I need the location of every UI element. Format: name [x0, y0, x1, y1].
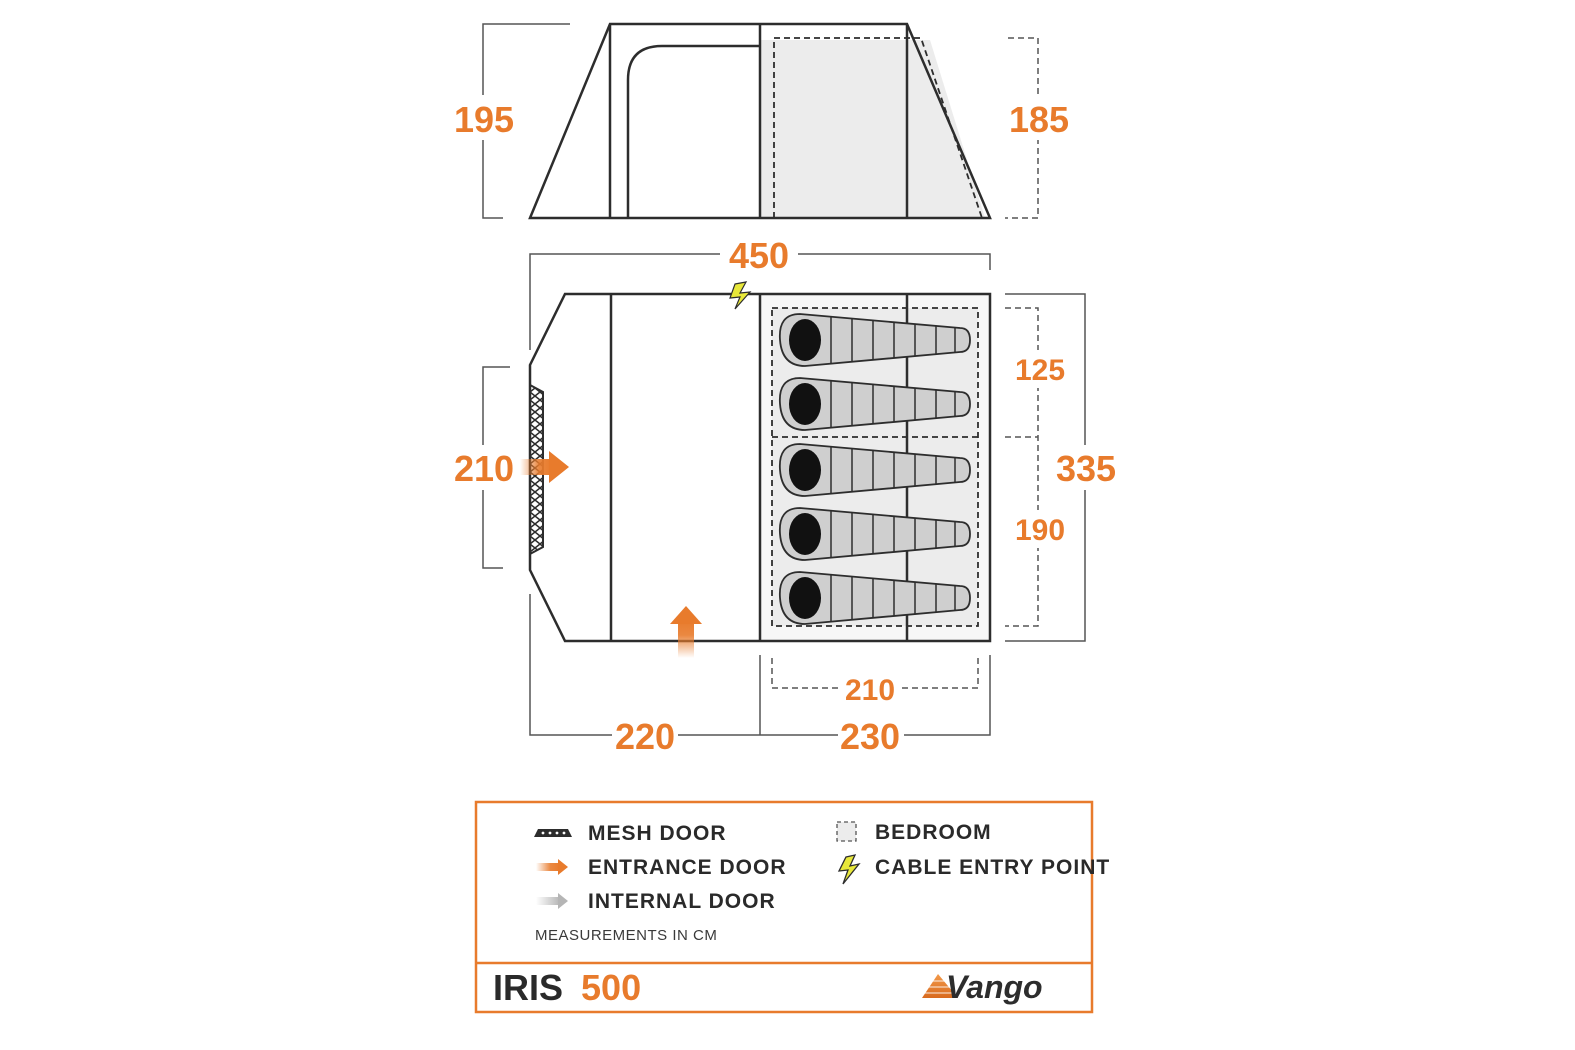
dim-bedroom-bottom: 190 — [1015, 514, 1065, 547]
sleeping-bag — [778, 507, 971, 561]
sleeping-bag-body — [778, 443, 971, 497]
legend-border — [474, 800, 1094, 1014]
sleeper-head — [789, 577, 821, 619]
bedroom-square-icon — [836, 821, 857, 842]
sleeping-bag — [778, 313, 971, 367]
dim-mesh-door-width: 210 — [454, 448, 514, 489]
entrance-arrow-icon — [536, 863, 560, 871]
mesh-dot — [541, 831, 545, 835]
legend-box: MESH DOOR ENTRANCE DOOR INTERNAL DOOR ME… — [474, 800, 1110, 1014]
lightning-icon — [837, 854, 861, 885]
sleeping-bags — [778, 313, 971, 625]
dim-bedroom-top: 125 — [1015, 354, 1065, 387]
dim-total-width: 335 — [1056, 448, 1116, 489]
sleeping-bag-body — [778, 507, 971, 561]
mesh-door-icon — [534, 829, 572, 837]
mesh-dot — [555, 831, 559, 835]
product-title: IRIS 500 — [493, 967, 641, 1008]
floor-plan — [520, 281, 992, 658]
dim-living-length: 220 — [615, 716, 675, 757]
sleeping-bag — [778, 443, 971, 497]
product-name: IRIS — [493, 967, 563, 1008]
measurements-note: MEASUREMENTS IN CM — [535, 927, 717, 944]
entrance-door-side — [520, 451, 569, 483]
internal-arrow-head — [558, 893, 568, 909]
dim-line-450-right — [798, 253, 991, 270]
label-bg — [1010, 95, 1068, 140]
dim-line-bedroom — [1005, 307, 1039, 627]
brand-name: Vango — [946, 969, 1043, 1005]
bedroom-side-fill — [760, 40, 910, 218]
vango-logo: Vango — [922, 969, 1043, 1005]
label-bg — [612, 714, 678, 759]
product-model: 500 — [581, 967, 641, 1008]
sleeping-bag-body — [778, 313, 971, 367]
sleeping-bag — [778, 571, 971, 625]
legend-mesh-door: MESH DOOR — [588, 822, 727, 845]
legend-entrance-door: ENTRANCE DOOR — [588, 856, 787, 879]
dim-side-height-front: 195 — [454, 99, 514, 140]
sleeping-bag-body — [778, 571, 971, 625]
length-dimension: 450 — [529, 235, 991, 350]
entrance-door-front — [670, 606, 702, 658]
entrance-arrow-shaft — [678, 620, 694, 658]
label-bg — [455, 445, 513, 490]
entrance-arrow-head — [549, 451, 569, 483]
entrance-arrow-head — [558, 859, 568, 875]
dim-bedroom-inner-length: 210 — [845, 674, 895, 707]
dim-bedroom-length: 230 — [840, 716, 900, 757]
legend-internal-door: INTERNAL DOOR — [588, 890, 776, 913]
dim-total-length: 450 — [729, 235, 789, 276]
plan-dimensions: 210 125 190 335 210 220 230 — [454, 293, 1117, 759]
label-bg — [1012, 510, 1068, 548]
label-bg — [838, 714, 904, 759]
label-bg — [455, 95, 513, 140]
label-bg — [1012, 350, 1068, 388]
legend-bedroom: BEDROOM — [875, 821, 992, 844]
cable-entry-icon — [729, 281, 752, 310]
sleeper-head — [789, 513, 821, 555]
label-bg — [1055, 445, 1117, 490]
internal-door-arch — [626, 44, 760, 218]
dim-side-height-bedroom: 185 — [1009, 99, 1069, 140]
internal-arrow-icon — [536, 897, 560, 905]
mesh-dot — [548, 831, 552, 835]
legend-cable-entry: CABLE ENTRY POINT — [875, 856, 1110, 879]
bedroom-inner-outline — [773, 37, 983, 219]
mesh-dot — [562, 831, 566, 835]
entrance-arrow-head — [670, 606, 702, 624]
logo-stripes — [925, 980, 955, 994]
sleeper-head — [789, 319, 821, 361]
sleeping-bag — [778, 377, 971, 431]
sleeper-head — [789, 449, 821, 491]
logo-triangle-icon — [922, 974, 958, 998]
sleeping-bag-body — [778, 377, 971, 431]
entrance-arrow-shaft — [520, 459, 552, 475]
sleeper-head — [789, 383, 821, 425]
dim-line-450-left — [529, 253, 720, 350]
side-elevation: 195 185 — [454, 22, 1069, 220]
bedroom-side-fill-slope — [910, 40, 985, 218]
tent-outline-plan — [528, 292, 992, 643]
label-bg — [840, 670, 902, 708]
